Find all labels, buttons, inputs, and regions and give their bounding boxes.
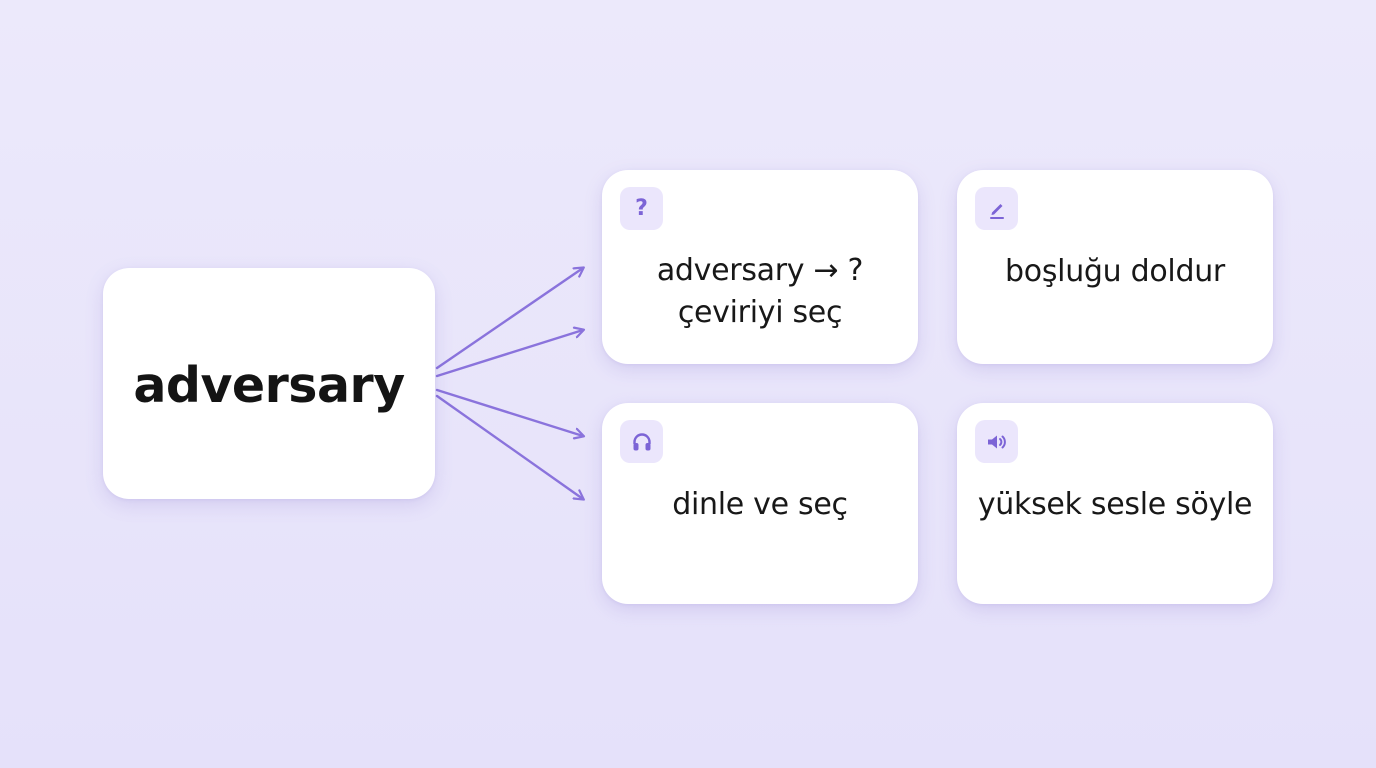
speaker-icon xyxy=(975,420,1018,463)
task-card-fill-blank[interactable]: boşluğu doldur xyxy=(957,170,1273,364)
arrow-1 xyxy=(435,268,583,370)
task-label-fill-blank: boşluğu doldur xyxy=(1005,254,1225,289)
headphones-icon xyxy=(620,420,663,463)
task-label-speak-aloud: yüksek sesle söyle xyxy=(977,487,1253,522)
question-icon: ? xyxy=(620,187,663,230)
task-label-choose-translation: adversary → ? çeviriyi seç xyxy=(602,250,918,334)
task-label-line1: adversary → ? xyxy=(656,253,864,288)
task-card-speak-aloud[interactable]: yüksek sesle söyle xyxy=(957,403,1273,604)
arrow-2 xyxy=(435,330,583,378)
word-text: adversary xyxy=(133,357,405,414)
word-card: adversary xyxy=(103,268,435,499)
arrow-4 xyxy=(435,394,583,499)
pencil-icon xyxy=(975,187,1018,230)
task-card-listen-choose[interactable]: dinle ve seç xyxy=(602,403,918,604)
task-card-choose-translation[interactable]: ? adversary → ? çeviriyi seç xyxy=(602,170,918,364)
task-label-listen-choose: dinle ve seç xyxy=(672,487,848,522)
task-label-line2: çeviriyi seç xyxy=(677,295,843,330)
arrow-3 xyxy=(435,388,583,436)
